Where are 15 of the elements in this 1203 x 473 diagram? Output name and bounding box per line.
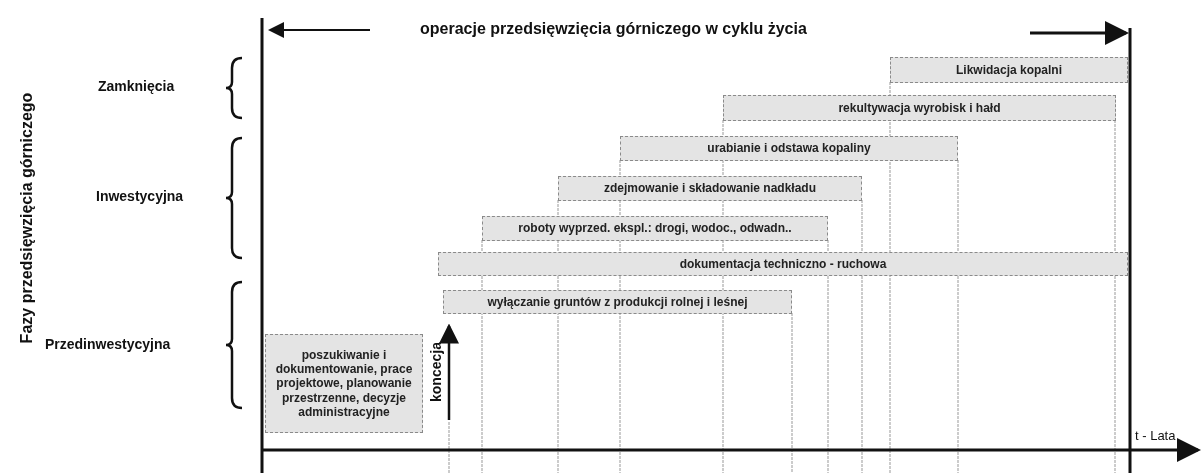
milestone-label: koncecja [427, 342, 444, 402]
axis-title: Fazy przedsięwzięcia górniczego [17, 92, 36, 344]
diagram-title: operacje przedsięwzięcia górniczego w cyklu życia [420, 20, 807, 38]
phase-label: Zamknięcia [98, 78, 175, 94]
activity-bar: zdejmowanie i składowanie nadkładu [558, 176, 862, 201]
axis-label: t - Lata [1135, 428, 1176, 443]
activity-bar: Likwidacja kopalni [890, 57, 1128, 83]
activity-bar: wyłączanie gruntów z produkcji rolnej i leśnej [443, 290, 792, 314]
activity-bar: dokumentacja techniczno - ruchowa [438, 252, 1128, 276]
activity-bar: rekultywacja wyrobisk i hałd [723, 95, 1116, 121]
activity-box: poszukiwanie i dokumentowanie, prace projektowe, planowanie przestrzenne, decyzje administracyjne [265, 334, 423, 433]
phase-label: Inwestycyjna [96, 188, 184, 204]
activity-bar: urabianie i odstawa kopaliny [620, 136, 958, 161]
activity-bar: roboty wyprzed. ekspl.: drogi, wodoc., odwadn.. [482, 216, 828, 241]
phase-label: Przedinwestycyjna [45, 336, 171, 352]
